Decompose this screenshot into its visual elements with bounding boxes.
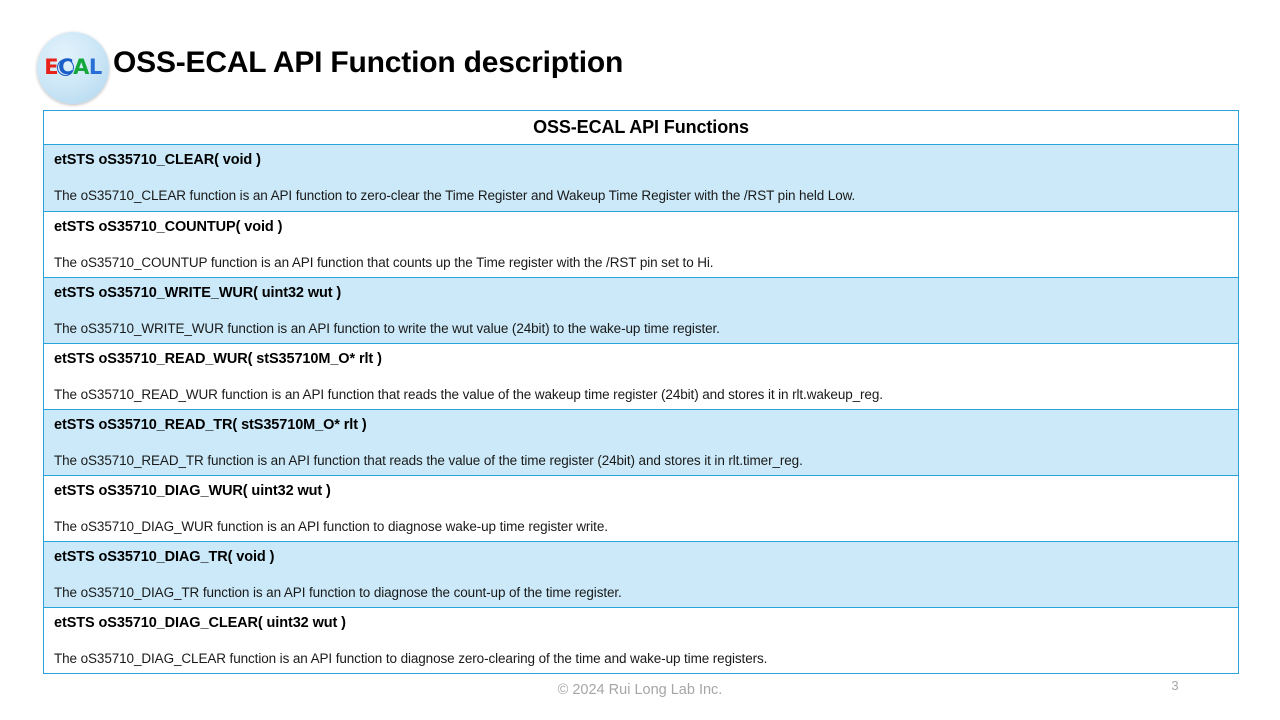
api-description: The oS35710_CLEAR function is an API fun… <box>54 188 856 204</box>
table-row: etSTS oS35710_WRITE_WUR( uint32 wut ) The… <box>44 277 1238 343</box>
table-row: etSTS oS35710_READ_WUR( stS35710M_O* rlt… <box>44 343 1238 409</box>
logo-letter-c: C <box>57 54 75 79</box>
api-signature: etSTS oS35710_DIAG_CLEAR( uint32 wut ) <box>54 615 346 631</box>
table-row: etSTS oS35710_READ_TR( stS35710M_O* rlt … <box>44 409 1238 475</box>
api-signature: etSTS oS35710_WRITE_WUR( uint32 wut ) <box>54 285 342 301</box>
api-signature: etSTS oS35710_CLEAR( void ) <box>54 152 261 168</box>
table-row: etSTS oS35710_DIAG_WUR( uint32 wut ) The … <box>44 475 1238 541</box>
table-body: etSTS oS35710_CLEAR( void ) The oS35710_C… <box>44 145 1238 673</box>
api-description: The oS35710_COUNTUP function is an API f… <box>54 255 714 271</box>
table-row: etSTS oS35710_DIAG_CLEAR( uint32 wut ) Th… <box>44 607 1238 673</box>
page-title: OSS-ECAL API Function description <box>113 46 624 79</box>
logo-letter-a: A <box>73 54 89 79</box>
page-number: 3 <box>1171 678 1179 693</box>
api-description: The oS35710_DIAG_WUR function is an API … <box>54 519 608 535</box>
api-description: The oS35710_READ_WUR function is an API … <box>54 387 883 403</box>
slide-footer: © 2024 Rui Long Lab Inc. 3 <box>0 676 1280 720</box>
table-header-row: OSS-ECAL API Functions <box>44 111 1238 145</box>
ecal-logo-text: ECAL <box>44 54 102 79</box>
table-row: etSTS oS35710_DIAG_TR( void ) The oS35710… <box>44 541 1238 607</box>
table-row: etSTS oS35710_CLEAR( void ) The oS35710_C… <box>44 145 1238 211</box>
api-signature: etSTS oS35710_COUNTUP( void ) <box>54 219 283 235</box>
api-signature: etSTS oS35710_READ_WUR( stS35710M_O* rlt… <box>54 351 382 367</box>
api-description: The oS35710_DIAG_CLEAR function is an AP… <box>54 651 768 667</box>
logo-letter-e: E <box>44 54 59 79</box>
api-functions-table: OSS-ECAL API Functions etSTS oS35710_CLE… <box>43 110 1239 674</box>
api-signature: etSTS oS35710_DIAG_TR( void ) <box>54 549 275 565</box>
api-signature: etSTS oS35710_DIAG_WUR( uint32 wut ) <box>54 483 331 499</box>
ecal-logo: ECAL <box>37 32 109 104</box>
slide-header: ECAL OSS-ECAL API Function description <box>0 0 1280 108</box>
api-description: The oS35710_WRITE_WUR function is an API… <box>54 321 720 337</box>
table-header-label: OSS-ECAL API Functions <box>533 117 749 137</box>
copyright-notice: © 2024 Rui Long Lab Inc. <box>557 682 723 698</box>
table-row: etSTS oS35710_COUNTUP( void ) The oS35710… <box>44 211 1238 277</box>
logo-letter-l: L <box>88 54 102 79</box>
api-signature: etSTS oS35710_READ_TR( stS35710M_O* rlt … <box>54 417 367 433</box>
api-description: The oS35710_READ_TR function is an API f… <box>54 453 803 469</box>
api-description: The oS35710_DIAG_TR function is an API f… <box>54 585 622 601</box>
